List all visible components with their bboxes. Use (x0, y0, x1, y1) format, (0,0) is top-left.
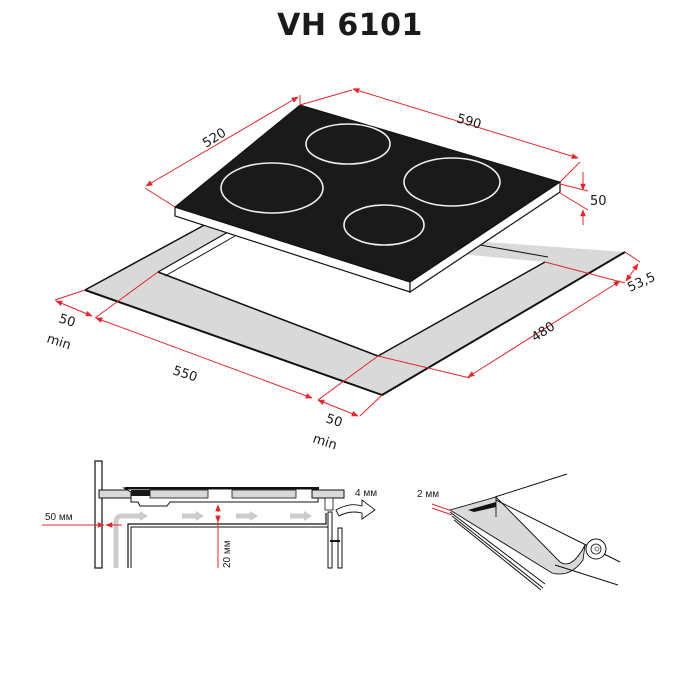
seal-roll (585, 538, 607, 560)
hob (173, 104, 562, 294)
label-under-clearance: 20 мм (222, 540, 233, 568)
dim-side-gap-note: min (45, 332, 73, 354)
dim-back-gap: 53,5 (625, 270, 658, 296)
dim-cutout-width: 550 (171, 364, 199, 386)
model-title: VH 6101 (277, 8, 423, 43)
dim-side-gap: 50 (57, 312, 77, 331)
dimension-lines (54, 88, 641, 417)
burner-front-right (343, 204, 425, 246)
label-side-clearance: 50 мм (45, 512, 73, 523)
label-rear-gap: 4 мм (355, 488, 377, 499)
label-seal-thickness: 2 мм (417, 489, 439, 500)
dim-hob-width: 590 (455, 111, 483, 132)
dim-front-gap-note: min (311, 432, 339, 454)
ventilation-section (42, 460, 376, 569)
seal-detail (431, 473, 621, 591)
dim-front-gap: 50 (324, 412, 344, 431)
dim-hob-height: 50 (590, 194, 607, 209)
dim-hob-depth: 520 (200, 126, 229, 152)
